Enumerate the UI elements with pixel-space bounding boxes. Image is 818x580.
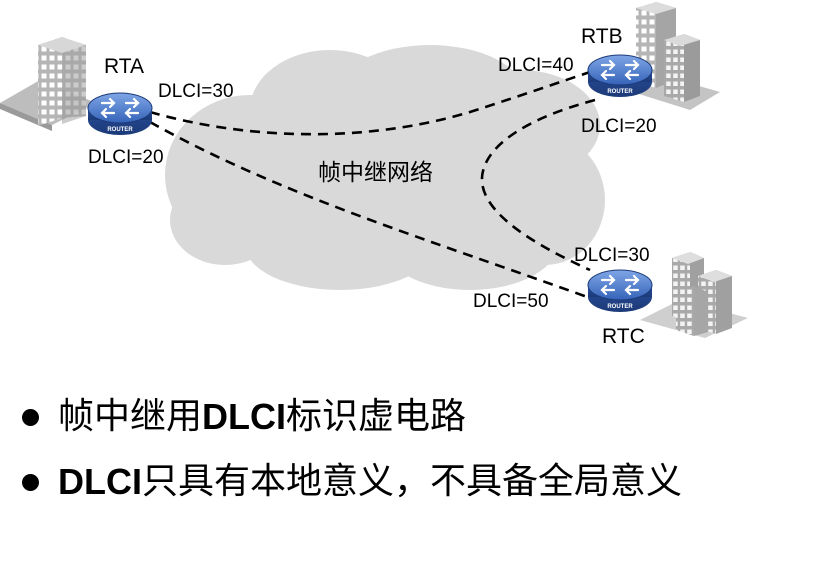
dlci-label-rtc-to-rta: DLCI=50 <box>473 291 549 312</box>
link-rta-rtb <box>149 70 591 136</box>
building-rta-icon <box>0 37 96 131</box>
dlci-label-rtc-to-rtb: DLCI=30 <box>574 245 650 266</box>
frame-relay-cloud <box>165 45 605 290</box>
router-badge: ROUTER <box>607 304 633 310</box>
link-rta-rtc <box>149 120 591 300</box>
router-rta-icon: ROUTER <box>87 92 153 135</box>
router-badge: ROUTER <box>607 89 633 95</box>
bullet-dot-icon <box>22 473 39 491</box>
building-rtc-icon <box>640 252 748 338</box>
cloud-label: 帧中继网络 <box>318 159 433 185</box>
bullet-segment: 只具有本地意义，不具备全局意义 <box>142 461 683 502</box>
router-name-rta: RTA <box>104 55 145 78</box>
bullet-segment: 标识虚电路 <box>286 396 467 437</box>
bullet-segment: 帧中继用 <box>58 396 203 437</box>
router-name-rtb: RTB <box>581 25 623 48</box>
dlci-label-rtb-to-rta: DLCI=40 <box>498 55 574 76</box>
router-name-rtc: RTC <box>602 325 645 348</box>
links <box>149 70 596 300</box>
bullet-dot-icon <box>22 408 39 426</box>
router-rtb-icon: ROUTER <box>587 54 653 97</box>
dlci-label-rta-to-rtb: DLCI=30 <box>158 81 234 102</box>
link-rtb-rtc <box>480 98 596 272</box>
router-badge: ROUTER <box>107 127 133 133</box>
dlci-label-rtb-to-rtc: DLCI=20 <box>581 116 657 137</box>
router-rtc-icon: ROUTER <box>587 269 653 312</box>
bullet-segment-bold: DLCI <box>58 461 142 502</box>
bullet-segment-bold: DLCI <box>202 396 287 437</box>
dlci-label-rta-to-rtc: DLCI=20 <box>88 147 164 168</box>
